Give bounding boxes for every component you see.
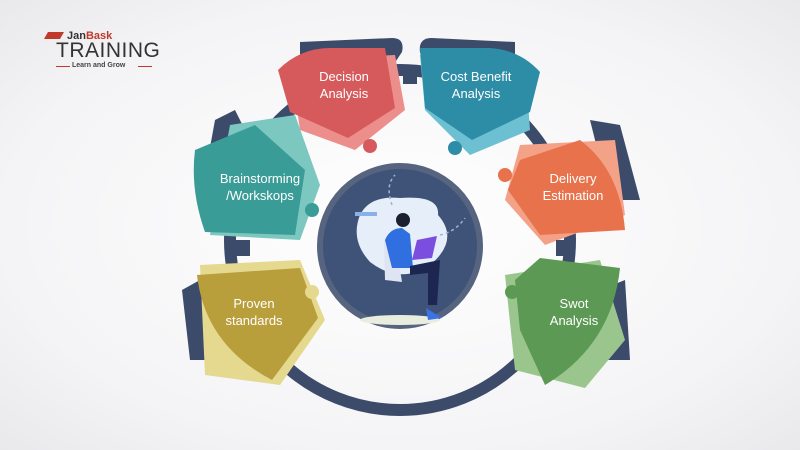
- segment-brainstorming: [193, 125, 305, 235]
- segment-delivery-estimation: [508, 140, 625, 235]
- connector-knobs: [236, 68, 570, 299]
- segment-swot-analysis: [515, 258, 620, 385]
- person-with-laptop-illustration: [355, 174, 466, 325]
- logo-name: TRAINING: [56, 39, 161, 62]
- logo-tagline: Learn and Grow: [72, 62, 126, 69]
- segment-decision-analysis: [278, 48, 395, 138]
- segment-cost-benefit-analysis: [420, 48, 540, 140]
- logo-brand: JanBask: [67, 30, 113, 42]
- label-brainstorming: Brainstorming/Workskops: [219, 171, 301, 203]
- janbask-training-logo: JanBask TRAINING Learn and Grow: [42, 30, 162, 70]
- segment-proven-standards: [197, 268, 318, 380]
